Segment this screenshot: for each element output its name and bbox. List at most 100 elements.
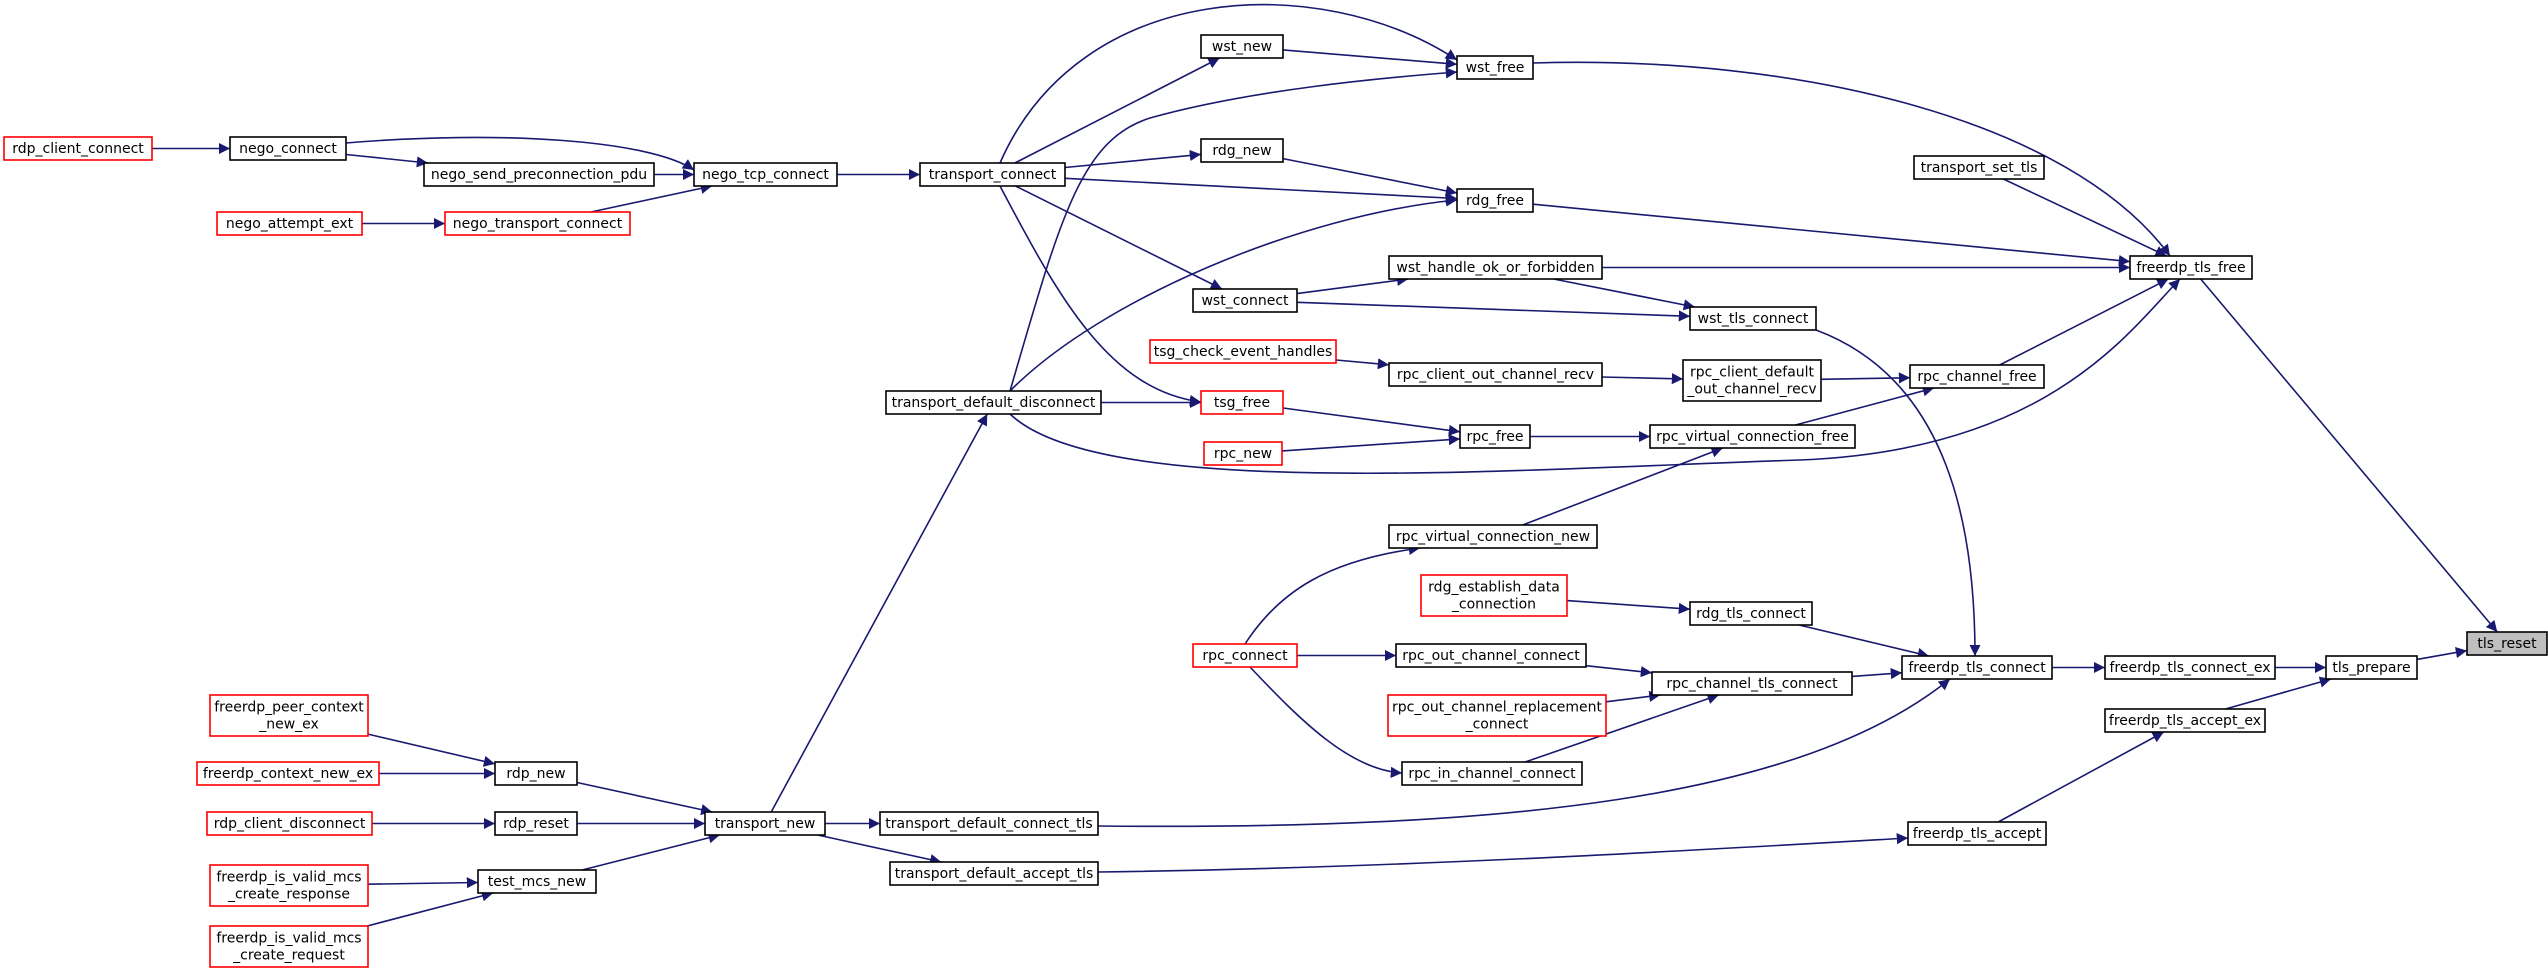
node-rdg_new[interactable]: rdg_new bbox=[1200, 138, 1284, 163]
node-box-rpc_connect[interactable] bbox=[1192, 643, 1298, 668]
node-rpc_connect[interactable]: rpc_connect bbox=[1192, 643, 1298, 668]
node-rpc_free[interactable]: rpc_free bbox=[1459, 424, 1531, 449]
node-box-nego_attempt_ext[interactable] bbox=[216, 211, 363, 236]
node-wst_handle_ok_or_forbidden[interactable]: wst_handle_ok_or_forbidden bbox=[1388, 255, 1603, 280]
node-test_mcs_new[interactable]: test_mcs_new bbox=[477, 869, 597, 894]
node-box-wst_free[interactable] bbox=[1456, 55, 1534, 80]
node-nego_transport_connect[interactable]: nego_transport_connect bbox=[444, 211, 631, 236]
node-freerdp_context_new_ex[interactable]: freerdp_context_new_ex bbox=[196, 761, 380, 786]
node-transport_default_accept_tls[interactable]: transport_default_accept_tls bbox=[889, 861, 1099, 886]
node-box-rdg_establish_data_connection[interactable] bbox=[1420, 574, 1568, 617]
node-nego_attempt_ext[interactable]: nego_attempt_ext bbox=[216, 211, 363, 236]
node-rpc_out_channel_connect[interactable]: rpc_out_channel_connect bbox=[1395, 643, 1587, 668]
node-box-nego_transport_connect[interactable] bbox=[444, 211, 631, 236]
node-freerdp_tls_connect[interactable]: freerdp_tls_connect bbox=[1901, 655, 2053, 680]
node-box-freerdp_is_valid_mcs_create_response[interactable] bbox=[209, 864, 369, 907]
node-transport_default_disconnect[interactable]: transport_default_disconnect bbox=[885, 390, 1102, 415]
node-box-nego_tcp_connect[interactable] bbox=[693, 162, 838, 187]
node-box-tls_reset[interactable] bbox=[2466, 631, 2548, 656]
node-freerdp_tls_connect_ex[interactable]: freerdp_tls_connect_ex bbox=[2104, 655, 2276, 680]
node-rdg_free[interactable]: rdg_free bbox=[1456, 188, 1534, 213]
node-box-rdg_new[interactable] bbox=[1200, 138, 1284, 163]
node-transport_set_tls[interactable]: transport_set_tls bbox=[1913, 155, 2045, 180]
node-box-wst_new[interactable] bbox=[1200, 34, 1284, 59]
node-box-transport_connect[interactable] bbox=[919, 162, 1066, 187]
node-box-tsg_free[interactable] bbox=[1200, 390, 1284, 415]
node-box-freerdp_peer_context_new_ex[interactable] bbox=[209, 694, 369, 737]
node-nego_tcp_connect[interactable]: nego_tcp_connect bbox=[693, 162, 838, 187]
node-nego_send_preconnection_pdu[interactable]: nego_send_preconnection_pdu bbox=[423, 162, 655, 187]
node-transport_new[interactable]: transport_new bbox=[704, 811, 826, 836]
node-box-rpc_out_channel_replacement_connect[interactable] bbox=[1387, 694, 1607, 737]
node-rdg_tls_connect[interactable]: rdg_tls_connect bbox=[1689, 601, 1813, 626]
node-box-rdp_new[interactable] bbox=[494, 761, 578, 786]
node-freerdp_tls_free[interactable]: freerdp_tls_free bbox=[2129, 255, 2253, 280]
node-box-rpc_virtual_connection_free[interactable] bbox=[1649, 424, 1856, 449]
node-box-wst_connect[interactable] bbox=[1192, 288, 1298, 313]
node-transport_connect[interactable]: transport_connect bbox=[919, 162, 1066, 187]
node-box-rdg_free[interactable] bbox=[1456, 188, 1534, 213]
node-box-test_mcs_new[interactable] bbox=[477, 869, 597, 894]
node-wst_new[interactable]: wst_new bbox=[1200, 34, 1284, 59]
node-box-rdp_client_disconnect[interactable] bbox=[206, 811, 373, 836]
node-box-rdg_tls_connect[interactable] bbox=[1689, 601, 1813, 626]
node-box-rpc_virtual_connection_new[interactable] bbox=[1388, 524, 1598, 549]
node-box-rpc_client_out_channel_recv[interactable] bbox=[1388, 362, 1603, 387]
node-box-freerdp_tls_free[interactable] bbox=[2129, 255, 2253, 280]
node-box-rdp_client_connect[interactable] bbox=[3, 136, 153, 161]
node-box-wst_tls_connect[interactable] bbox=[1689, 306, 1817, 331]
node-box-tsg_check_event_handles[interactable] bbox=[1149, 339, 1337, 364]
node-box-rpc_new[interactable] bbox=[1203, 441, 1283, 466]
node-rpc_virtual_connection_free[interactable]: rpc_virtual_connection_free bbox=[1649, 424, 1856, 449]
node-rpc_new[interactable]: rpc_new bbox=[1203, 441, 1283, 466]
node-rdp_client_connect[interactable]: rdp_client_connect bbox=[3, 136, 153, 161]
node-rpc_client_out_channel_recv[interactable]: rpc_client_out_channel_recv bbox=[1388, 362, 1603, 387]
node-tsg_free[interactable]: tsg_free bbox=[1200, 390, 1284, 415]
node-box-rpc_free[interactable] bbox=[1459, 424, 1531, 449]
node-box-rpc_channel_tls_connect[interactable] bbox=[1651, 671, 1853, 696]
node-rdp_reset[interactable]: rdp_reset bbox=[494, 811, 578, 836]
node-tls_prepare[interactable]: tls_prepare bbox=[2325, 655, 2418, 680]
node-box-rdp_reset[interactable] bbox=[494, 811, 578, 836]
node-box-rpc_client_default_out_channel_recv[interactable] bbox=[1682, 359, 1822, 402]
node-box-transport_default_accept_tls[interactable] bbox=[889, 861, 1099, 886]
node-box-rpc_in_channel_connect[interactable] bbox=[1401, 761, 1583, 786]
node-box-wst_handle_ok_or_forbidden[interactable] bbox=[1388, 255, 1603, 280]
node-box-transport_default_connect_tls[interactable] bbox=[879, 811, 1099, 836]
node-rpc_client_default_out_channel_recv[interactable]: rpc_client_default_out_channel_recv bbox=[1682, 359, 1822, 402]
node-freerdp_is_valid_mcs_create_response[interactable]: freerdp_is_valid_mcs_create_response bbox=[209, 864, 369, 907]
node-tsg_check_event_handles[interactable]: tsg_check_event_handles bbox=[1149, 339, 1337, 364]
node-box-freerdp_context_new_ex[interactable] bbox=[196, 761, 380, 786]
node-box-rpc_channel_free[interactable] bbox=[1909, 364, 2045, 389]
node-tls_reset[interactable]: tls_reset bbox=[2466, 631, 2548, 656]
node-box-freerdp_tls_accept[interactable] bbox=[1907, 821, 2047, 846]
node-rdp_new[interactable]: rdp_new bbox=[494, 761, 578, 786]
node-wst_free[interactable]: wst_free bbox=[1456, 55, 1534, 80]
node-rdp_client_disconnect[interactable]: rdp_client_disconnect bbox=[206, 811, 373, 836]
node-box-freerdp_tls_connect_ex[interactable] bbox=[2104, 655, 2276, 680]
node-box-freerdp_tls_connect[interactable] bbox=[1901, 655, 2053, 680]
node-freerdp_tls_accept_ex[interactable]: freerdp_tls_accept_ex bbox=[2104, 708, 2266, 733]
node-box-transport_new[interactable] bbox=[704, 811, 826, 836]
node-rdg_establish_data_connection[interactable]: rdg_establish_data_connection bbox=[1420, 574, 1568, 617]
node-box-rpc_out_channel_connect[interactable] bbox=[1395, 643, 1587, 668]
node-freerdp_is_valid_mcs_create_request[interactable]: freerdp_is_valid_mcs_create_request bbox=[209, 925, 369, 968]
node-box-nego_send_preconnection_pdu[interactable] bbox=[423, 162, 655, 187]
node-rpc_channel_free[interactable]: rpc_channel_free bbox=[1909, 364, 2045, 389]
node-wst_connect[interactable]: wst_connect bbox=[1192, 288, 1298, 313]
node-box-transport_default_disconnect[interactable] bbox=[885, 390, 1102, 415]
node-rpc_in_channel_connect[interactable]: rpc_in_channel_connect bbox=[1401, 761, 1583, 786]
node-freerdp_tls_accept[interactable]: freerdp_tls_accept bbox=[1907, 821, 2047, 846]
node-wst_tls_connect[interactable]: wst_tls_connect bbox=[1689, 306, 1817, 331]
node-freerdp_peer_context_new_ex[interactable]: freerdp_peer_context_new_ex bbox=[209, 694, 369, 737]
node-box-transport_set_tls[interactable] bbox=[1913, 155, 2045, 180]
node-transport_default_connect_tls[interactable]: transport_default_connect_tls bbox=[879, 811, 1099, 836]
node-nego_connect[interactable]: nego_connect bbox=[229, 136, 347, 161]
node-rpc_out_channel_replacement_connect[interactable]: rpc_out_channel_replacement_connect bbox=[1387, 694, 1607, 737]
node-box-freerdp_tls_accept_ex[interactable] bbox=[2104, 708, 2266, 733]
node-box-nego_connect[interactable] bbox=[229, 136, 347, 161]
node-box-tls_prepare[interactable] bbox=[2325, 655, 2418, 680]
node-rpc_virtual_connection_new[interactable]: rpc_virtual_connection_new bbox=[1388, 524, 1598, 549]
node-rpc_channel_tls_connect[interactable]: rpc_channel_tls_connect bbox=[1651, 671, 1853, 696]
node-box-freerdp_is_valid_mcs_create_request[interactable] bbox=[209, 925, 369, 968]
